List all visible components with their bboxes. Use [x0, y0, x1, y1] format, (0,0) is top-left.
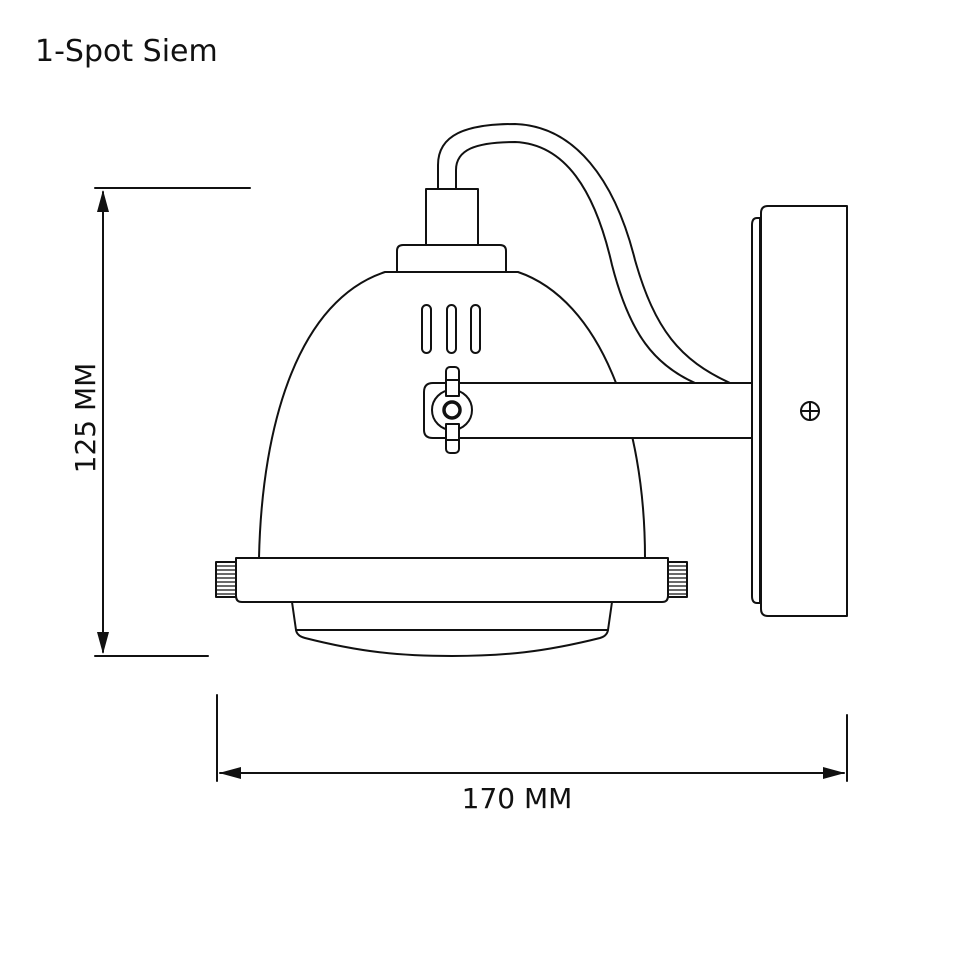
mounting-arm	[423, 382, 753, 439]
lens	[291, 601, 613, 657]
knurl-right	[666, 561, 688, 598]
height-dimension: 125 MM	[69, 187, 251, 657]
cable-socket	[425, 188, 479, 246]
arrow-up-icon	[97, 190, 109, 212]
wall-plate	[751, 205, 848, 617]
knurl-left	[215, 561, 238, 598]
cable	[437, 123, 731, 384]
product-title: 1-Spot Siem	[35, 34, 218, 69]
arrow-right-icon	[823, 767, 845, 779]
vent-slots	[421, 304, 481, 354]
shade-collar	[396, 244, 507, 273]
front-ring	[235, 557, 669, 603]
width-dimension: 170 MM	[216, 694, 848, 815]
width-label: 170 MM	[462, 782, 573, 815]
arrow-down-icon	[97, 632, 109, 654]
screw-icon	[800, 401, 820, 421]
arrow-left-icon	[219, 767, 241, 779]
wing-nut-icon	[431, 366, 473, 454]
height-label: 125 MM	[69, 363, 102, 474]
